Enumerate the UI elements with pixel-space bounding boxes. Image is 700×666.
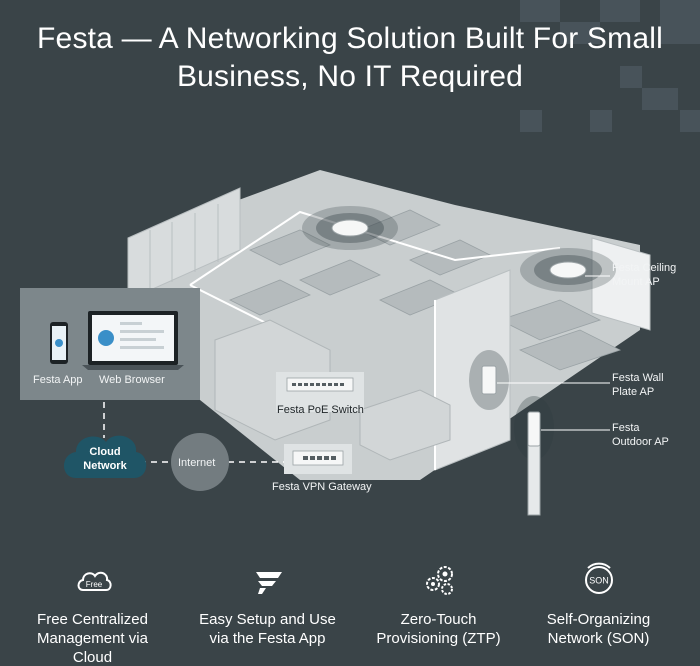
feature-line: Easy Setup and Use [199, 611, 336, 628]
feature-free-management: Free Free Centralized Management via Clo… [5, 560, 180, 666]
pixel-decoration [520, 0, 560, 22]
cloud-label-line-2: Network [83, 460, 127, 472]
vpn-gateway-label: Festa VPN Gateway [272, 481, 372, 493]
feature-line: Cloud [72, 649, 113, 666]
pixel-decoration [590, 110, 612, 132]
outdoor-ap-device [527, 411, 541, 447]
ceiling-ap-line-1: Festa Ceiling [612, 262, 677, 274]
ceiling-ap-line-2: Mount AP [612, 276, 660, 288]
festa-logo-icon [255, 572, 282, 594]
pixel-decoration [600, 0, 640, 22]
ceiling-ap-device [331, 219, 369, 237]
wall-ap-line-1: Festa Wall [612, 372, 664, 384]
feature-line: Zero-Touch [400, 611, 477, 628]
outdoor-ap-pole [527, 439, 541, 516]
son-icon: SON [584, 562, 613, 594]
son-icon-text: SON [589, 576, 609, 586]
back-shelves [127, 187, 241, 301]
cloud-network-label: Cloud Network [78, 445, 132, 473]
cloud-label-line-1: Cloud [89, 446, 121, 458]
pixel-decoration [660, 0, 700, 44]
ceiling-ap-label: Festa Ceiling Mount AP [612, 261, 676, 289]
outdoor-ap-line-1: Festa [612, 422, 640, 434]
festa-app-label: Festa App [33, 374, 83, 386]
feature-line: Provisioning (ZTP) [376, 630, 501, 647]
pixel-decoration [642, 88, 678, 110]
feature-line: Free Centralized [37, 611, 148, 628]
feature-line: via the Festa App [209, 630, 326, 647]
pixel-decoration [680, 110, 700, 132]
title-line-2: Business, No IT Required [176, 60, 524, 93]
internet-node [171, 433, 229, 491]
pixel-decoration [560, 22, 600, 44]
feature-line: Self-Organizing [546, 611, 651, 628]
wall-ap-line-2: Plate AP [612, 386, 655, 398]
web-browser-label: Web Browser [99, 374, 165, 386]
free-icon-text: Free [85, 580, 102, 589]
poe-switch-label: Festa PoE Switch [277, 404, 364, 416]
free-cloud-icon: Free [77, 571, 112, 591]
desk-clusters [229, 209, 622, 371]
feature-zero-touch: Zero-Touch Provisioning (ZTP) [351, 560, 526, 648]
coverage-outline [189, 210, 561, 286]
feature-son: SON Self-Organizing Network (SON) [511, 560, 686, 648]
cloud-network-shape [64, 435, 147, 478]
pixel-decoration [620, 66, 642, 88]
ceiling-ap-device [549, 261, 587, 279]
internet-label: Internet [178, 457, 216, 469]
feature-line: Network (SON) [547, 630, 650, 647]
features-row: Free Free Centralized Management via Clo… [0, 560, 700, 666]
lower-desks [359, 389, 451, 461]
whiteboard [591, 237, 651, 331]
feature-easy-setup: Easy Setup and Use via the Festa App [180, 560, 355, 648]
title-line-1: Festa — A Networking Solution Built For … [37, 22, 663, 55]
wall-ap-label: Festa Wall Plate AP [612, 371, 664, 399]
outdoor-ap-line-2: Outdoor AP [612, 436, 669, 448]
page-title: Festa — A Networking Solution Built For … [0, 20, 700, 96]
outdoor-ap-label: Festa Outdoor AP [612, 421, 669, 449]
feature-line: Management via [37, 630, 148, 647]
pixel-decoration [520, 110, 542, 132]
wall-ap-device [481, 365, 497, 395]
gears-icon [425, 566, 453, 595]
